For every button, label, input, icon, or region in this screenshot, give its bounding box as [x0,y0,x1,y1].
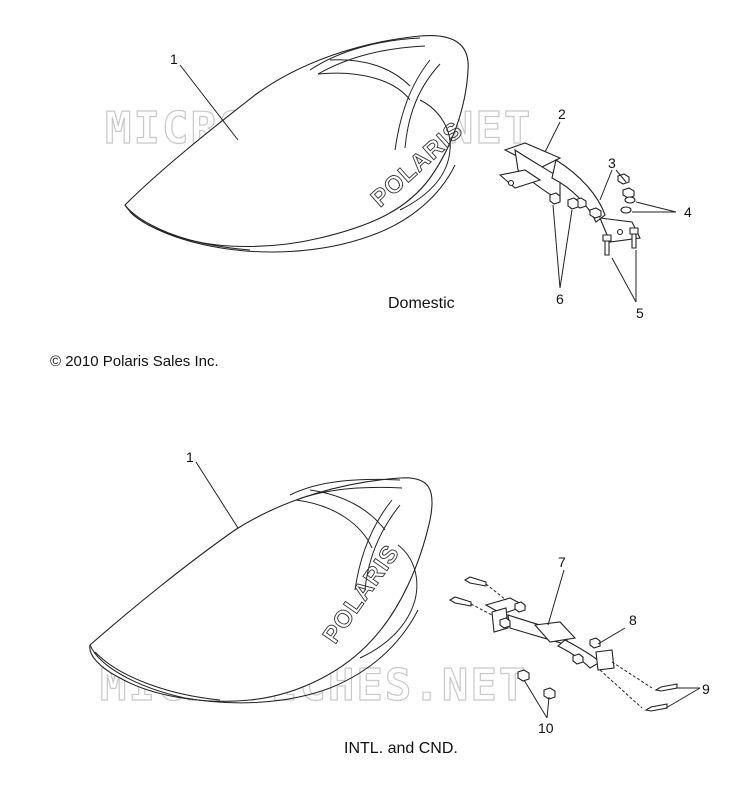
callout-2: 2 [558,106,566,122]
callout-6: 6 [556,291,564,307]
caption-intl: INTL. and CND. [344,740,458,757]
copyright-notice: © 2010 Polaris Sales Inc. [50,353,219,370]
intl-bracket [448,576,678,712]
domestic-section: POLARIS [124,35,692,321]
domestic-leader-lines [179,64,677,303]
intl-leader-lines [195,461,701,719]
callout-4: 4 [684,204,692,220]
domestic-bracket [498,142,641,256]
callout-5: 5 [636,305,644,321]
callout-10: 10 [538,720,554,736]
caption-domestic: Domestic [388,295,455,312]
callout-3: 3 [608,155,616,171]
callout-7: 7 [558,554,566,570]
callout-8: 8 [629,612,637,628]
callout-1-bottom: 1 [186,449,194,465]
callout-9: 9 [702,681,710,697]
callout-1-top: 1 [170,51,178,67]
